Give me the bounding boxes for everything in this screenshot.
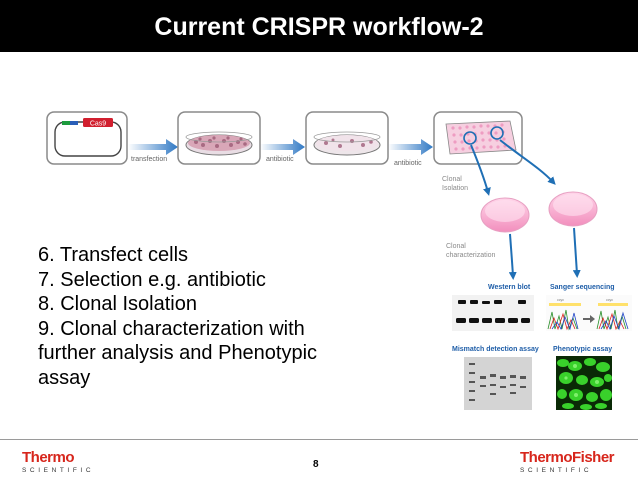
dish-sparse-cells-box [305, 111, 389, 165]
clonal-dish-1 [480, 197, 530, 233]
thermofisher-scientific-logo: ThermoFisher SCIENTIFIC [520, 449, 615, 476]
multiwell-plate-box [433, 111, 523, 165]
mismatch-assay-label: Mismatch detection assay [452, 346, 539, 353]
step-8: 8. Clonal Isolation [38, 293, 197, 316]
isolation-arrow-2 [499, 139, 556, 185]
step-6: 6. Transfect cells [38, 244, 189, 266]
sanger-sequencing-label: Sanger sequencing [550, 284, 615, 291]
thermo-scientific-logo: Thermo SCIENTIFIC [22, 450, 94, 476]
mismatch-gel-image [464, 357, 532, 410]
antibiotic-label-2: antibiotic [394, 160, 422, 167]
svg-text:ccyc: ccyc [557, 298, 564, 302]
antibiotic-arrow-1 [260, 139, 305, 155]
transfection-arrow [128, 139, 178, 155]
antibiotic-label-1: antibiotic [266, 156, 294, 163]
logo-left-sub: SCIENTIFIC [22, 467, 95, 474]
plasmid-box: Cas9 [46, 111, 128, 165]
slide-title: Current CRISPR workflow-2 [154, 13, 484, 41]
workflow-steps-list: 6. Transfect cells 7. Selection e.g. ant… [38, 243, 368, 391]
isolation-arrow-1 [470, 144, 491, 196]
antibiotic-arrow-2 [388, 139, 433, 155]
svg-text:ccyc: ccyc [606, 298, 613, 302]
characterization-arrow-2 [572, 227, 581, 278]
step-9: 9. Clonal characterization with further … [38, 317, 318, 389]
logo-right-sub: SCIENTIFIC [520, 467, 593, 474]
cas9-gene-icon [83, 118, 113, 127]
footer-divider [0, 439, 638, 440]
page-number: 8 [313, 459, 319, 470]
phenotypic-fluorescence-image [556, 356, 612, 410]
western-blot-label: Western blot [488, 284, 531, 291]
selected-well-1 [463, 131, 477, 145]
phenotypic-assay-label: Phenotypic assay [553, 346, 612, 353]
crispr-workflow-diagram: Cas9 transfection antibiotic antibiotic [46, 111, 632, 410]
sanger-chromatogram-image: ccyc ccyc [546, 295, 632, 331]
western-blot-image [452, 295, 534, 331]
clonal-dish-2 [548, 191, 598, 227]
logo-left-word: Thermo [22, 449, 75, 466]
title-bar [0, 0, 638, 52]
logo-right-word: ThermoFisher [520, 449, 615, 466]
step-7: 7. Selection e.g. antibiotic [38, 268, 266, 291]
cas9-label: Cas9 [90, 121, 106, 128]
transfection-label: transfection [131, 156, 167, 163]
selected-well-2 [490, 126, 504, 140]
characterization-arrow-1 [508, 233, 517, 280]
dish-dense-cells-box [177, 111, 261, 165]
